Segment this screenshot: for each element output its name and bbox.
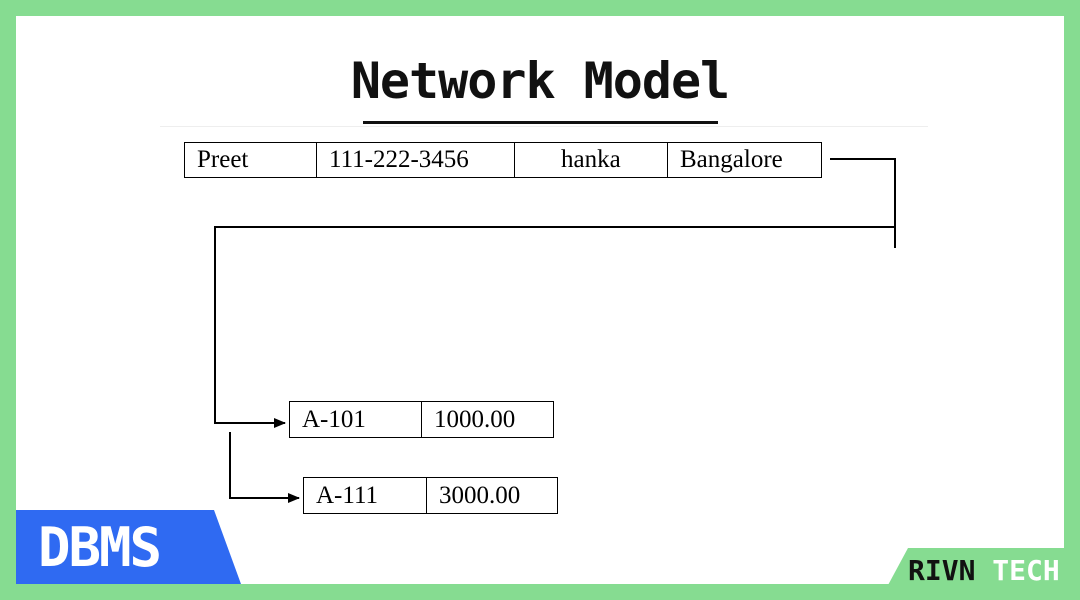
brand-name-part1: RIVN	[908, 554, 976, 587]
owner-field-cell: hanka	[515, 143, 668, 177]
brand-name-part2: TECH	[992, 554, 1060, 587]
brand-badge-shape	[880, 548, 1080, 600]
account-id-cell: A-101	[290, 402, 422, 437]
owner-record: Preet 111-222-3456 hanka Bangalore	[184, 142, 822, 178]
owner-phone-cell: 111-222-3456	[317, 143, 515, 177]
account-record: A-111 3000.00	[303, 477, 558, 514]
dbms-badge-label: DBMS	[38, 516, 162, 579]
account-chain-link	[229, 432, 300, 503]
owner-name-cell: Preet	[185, 143, 317, 177]
account-balance-cell: 3000.00	[439, 481, 521, 509]
brand-logo: RIVN TECH	[908, 554, 1060, 587]
account-balance-cell: 1000.00	[434, 405, 516, 433]
owner-city-cell: Bangalore	[680, 146, 783, 173]
dbms-badge-shape	[16, 510, 241, 584]
account-record: A-101 1000.00	[289, 401, 554, 438]
title-underline	[363, 121, 718, 124]
account-id-cell: A-111	[304, 478, 427, 513]
owner-link-line	[830, 158, 896, 248]
owner-to-account-link	[214, 226, 895, 428]
page-title: Network Model	[350, 52, 730, 110]
divider	[160, 126, 928, 127]
